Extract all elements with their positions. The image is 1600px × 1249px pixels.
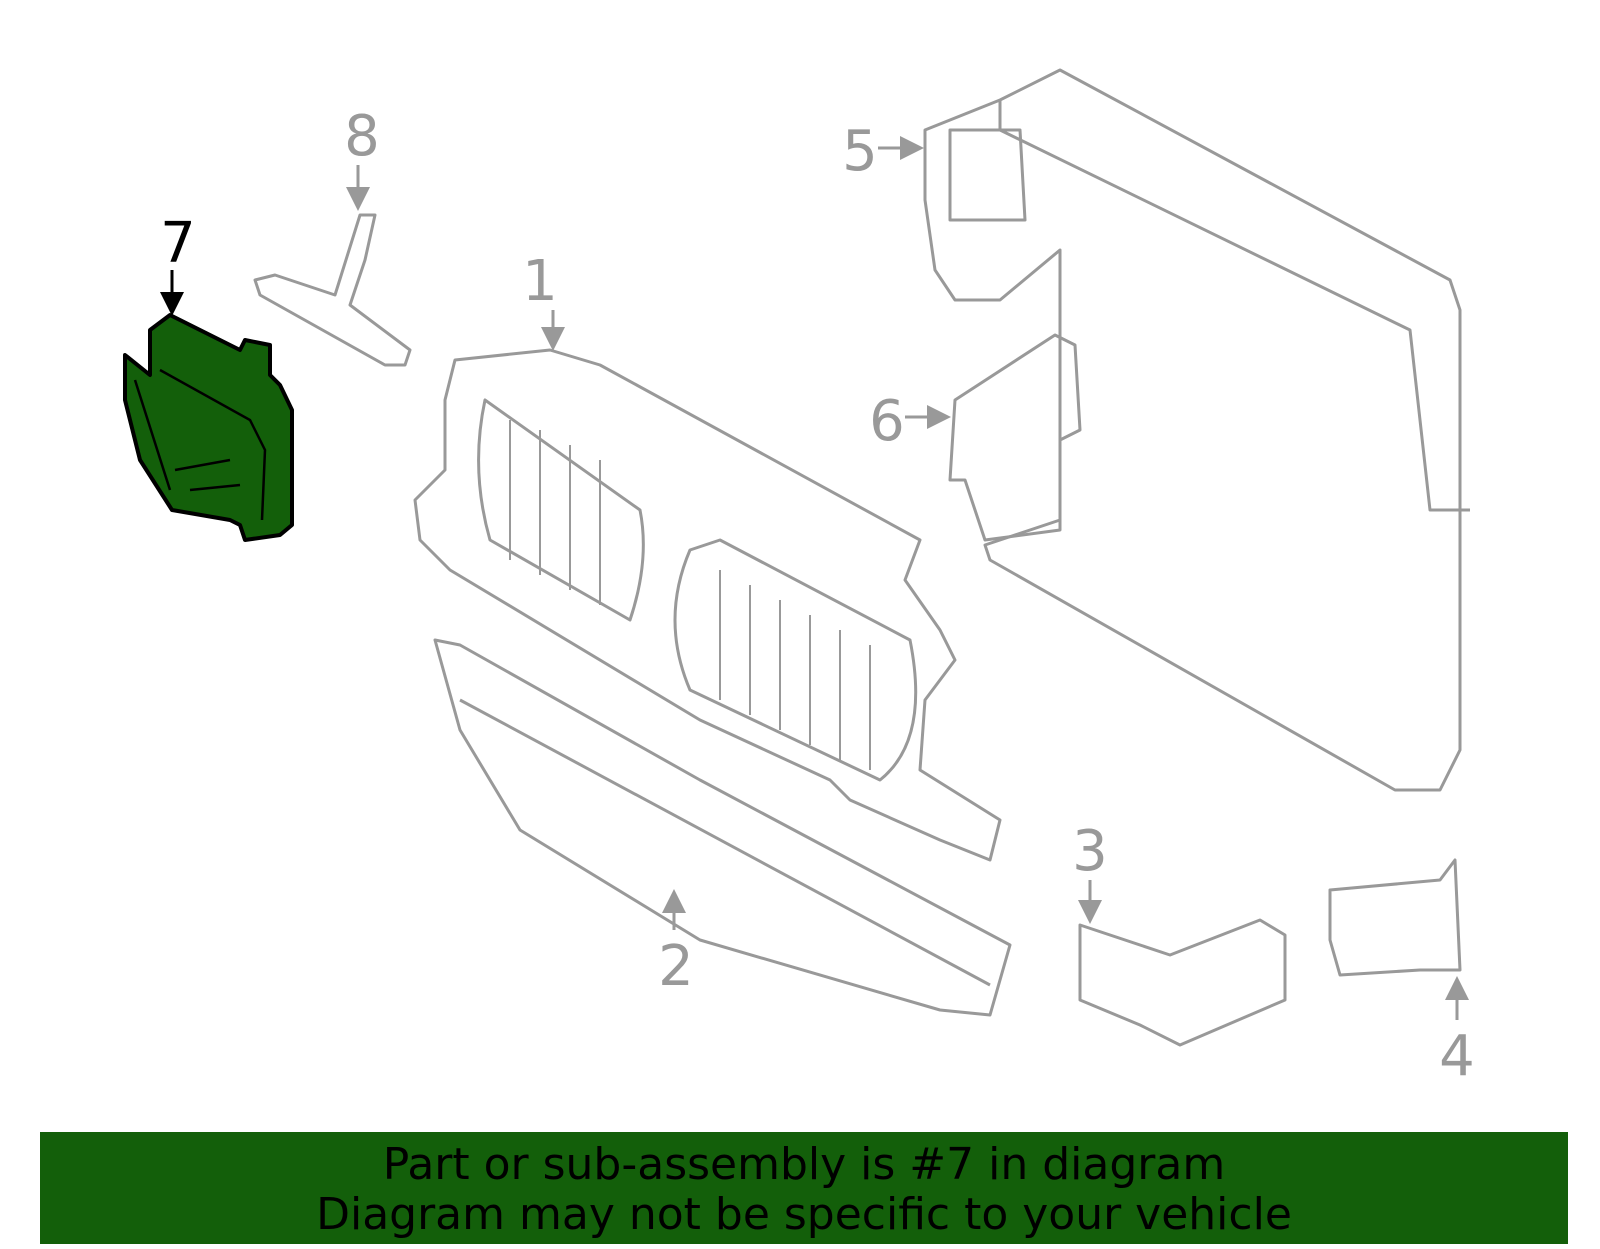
banner-line-2: Diagram may not be specific to your vehi… xyxy=(316,1189,1292,1240)
part-6-bracket[interactable] xyxy=(948,333,1082,542)
svg-text:8: 8 xyxy=(344,104,380,169)
callout-8: 8 xyxy=(344,104,380,211)
svg-text:3: 3 xyxy=(1072,819,1108,884)
callout-4: 4 xyxy=(1439,976,1475,1089)
banner-line-1: Part or sub-assembly is #7 in diagram xyxy=(382,1139,1226,1190)
part-8-bracket[interactable] xyxy=(253,213,412,367)
part-4-air-duct[interactable] xyxy=(1328,858,1462,977)
svg-text:6: 6 xyxy=(869,389,905,454)
info-banner: Part or sub-assembly is #7 in diagram Di… xyxy=(40,1132,1568,1244)
part-1-grille-assembly[interactable] xyxy=(413,348,1002,862)
svg-text:2: 2 xyxy=(658,934,694,999)
callout-6: 6 xyxy=(869,389,951,454)
part-2-lower-air-deflector[interactable] xyxy=(433,638,1012,1017)
callout-7: 7 xyxy=(160,211,196,316)
svg-text:7: 7 xyxy=(160,211,196,276)
svg-text:1: 1 xyxy=(522,249,558,314)
callout-2: 2 xyxy=(658,889,694,999)
callout-1: 1 xyxy=(522,249,565,351)
svg-text:5: 5 xyxy=(842,119,878,184)
svg-text:4: 4 xyxy=(1439,1024,1475,1089)
part-5-radiator-support[interactable] xyxy=(923,68,1470,792)
part-3-air-duct[interactable] xyxy=(1078,918,1287,1047)
callout-3: 3 xyxy=(1072,819,1108,924)
callout-5: 5 xyxy=(842,119,924,184)
part-7-air-duct-highlighted[interactable] xyxy=(123,313,294,542)
